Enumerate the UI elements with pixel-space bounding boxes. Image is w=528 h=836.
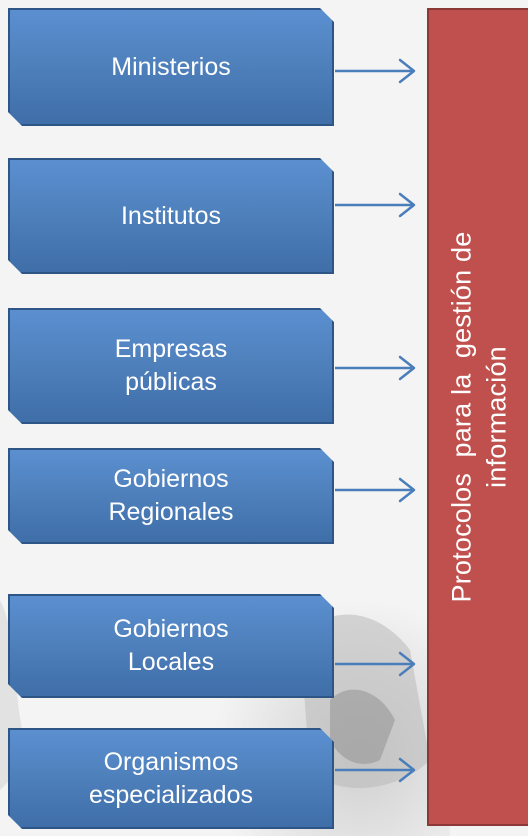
box-gobiernos-regionales-label-line-2: Regionales xyxy=(108,498,234,526)
protocol-label-line-1: Protocolos para la gestión de xyxy=(445,231,476,603)
box-institutos: Institutos xyxy=(8,158,334,274)
protocol-label: Protocolos para la gestión de informació… xyxy=(444,27,513,807)
box-gobiernos-locales-label-line-2: Locales xyxy=(127,648,215,676)
box-ministerios-label-line-1: Ministerios xyxy=(111,52,231,81)
box-empresas-publicas: Empresas públicas xyxy=(8,308,334,424)
box-gobiernos-regionales-label-line-1: Gobiernos xyxy=(113,465,229,493)
box-organismos-especializados-label-line-2: especializados xyxy=(89,780,253,809)
box-empresas-publicas-label-line-2: públicas xyxy=(125,368,217,396)
protocol-label-line-2: información xyxy=(480,346,511,488)
box-organismos-especializados-label-line-1: Organismos xyxy=(103,747,239,776)
box-organismos-especializados: Organismos especializados xyxy=(8,728,334,829)
protocol-box: Protocolos para la gestión de informació… xyxy=(427,8,528,826)
box-gobiernos-locales-label-line-1: Gobiernos xyxy=(113,615,229,643)
box-empresas-publicas-label-line-1: Empresas xyxy=(114,335,228,363)
box-ministerios: Ministerios xyxy=(8,8,334,126)
box-institutos-label-line-1: Institutos xyxy=(120,201,222,230)
